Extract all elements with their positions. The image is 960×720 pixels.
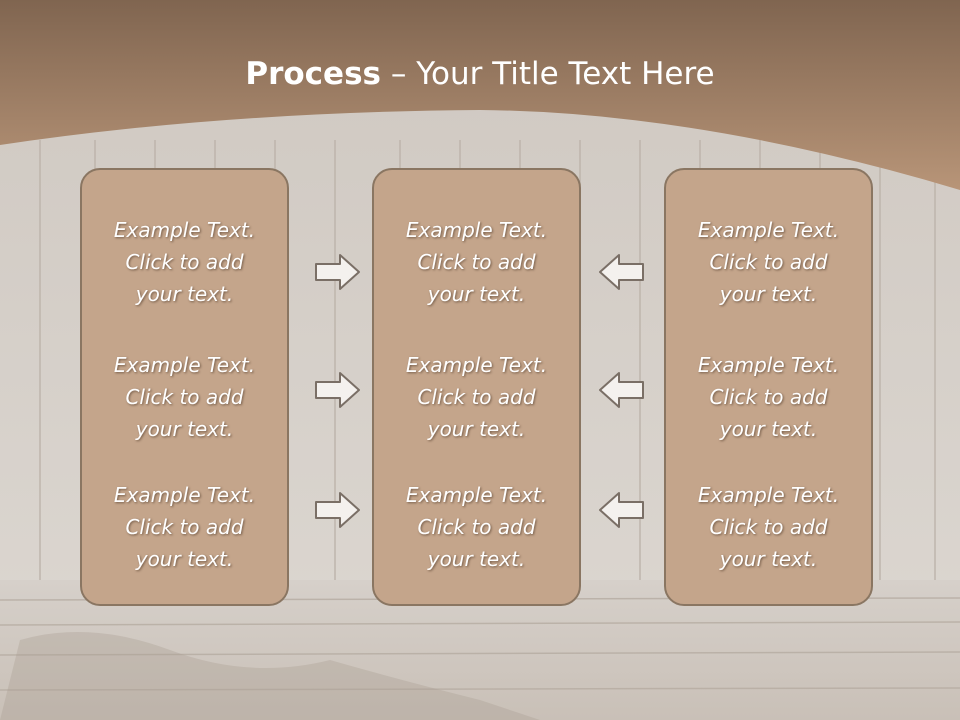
text-item[interactable]: Example Text. Click to add your text. xyxy=(697,353,840,441)
title-bold: Process xyxy=(245,56,381,92)
slide-title[interactable]: Process – Your Title Text Here xyxy=(0,52,960,96)
text-item[interactable]: Example Text. Click to add your text. xyxy=(697,483,840,571)
text-item[interactable]: Example Text. Click to add your text. xyxy=(113,483,256,571)
text-item[interactable]: Example Text. Click to add your text. xyxy=(405,218,548,306)
header-band xyxy=(0,0,960,190)
arrow-left-icon xyxy=(599,492,644,528)
title-rest: – Your Title Text Here xyxy=(381,56,715,92)
text-item[interactable]: Example Text. Click to add your text. xyxy=(113,218,256,306)
text-item[interactable]: Example Text. Click to add your text. xyxy=(405,353,548,441)
text-item[interactable]: Example Text. Click to add your text. xyxy=(697,218,840,306)
arrow-right-icon xyxy=(315,492,360,528)
text-item[interactable]: Example Text. Click to add your text. xyxy=(113,353,256,441)
text-item[interactable]: Example Text. Click to add your text. xyxy=(405,483,548,571)
arrow-left-icon xyxy=(599,372,644,408)
arrow-left-icon xyxy=(599,254,644,290)
process-box-left[interactable]: Example Text. Click to add your text. Ex… xyxy=(80,168,289,606)
process-box-center[interactable]: Example Text. Click to add your text. Ex… xyxy=(372,168,581,606)
process-box-right[interactable]: Example Text. Click to add your text. Ex… xyxy=(664,168,873,606)
arrow-right-icon xyxy=(315,372,360,408)
arrow-right-icon xyxy=(315,254,360,290)
